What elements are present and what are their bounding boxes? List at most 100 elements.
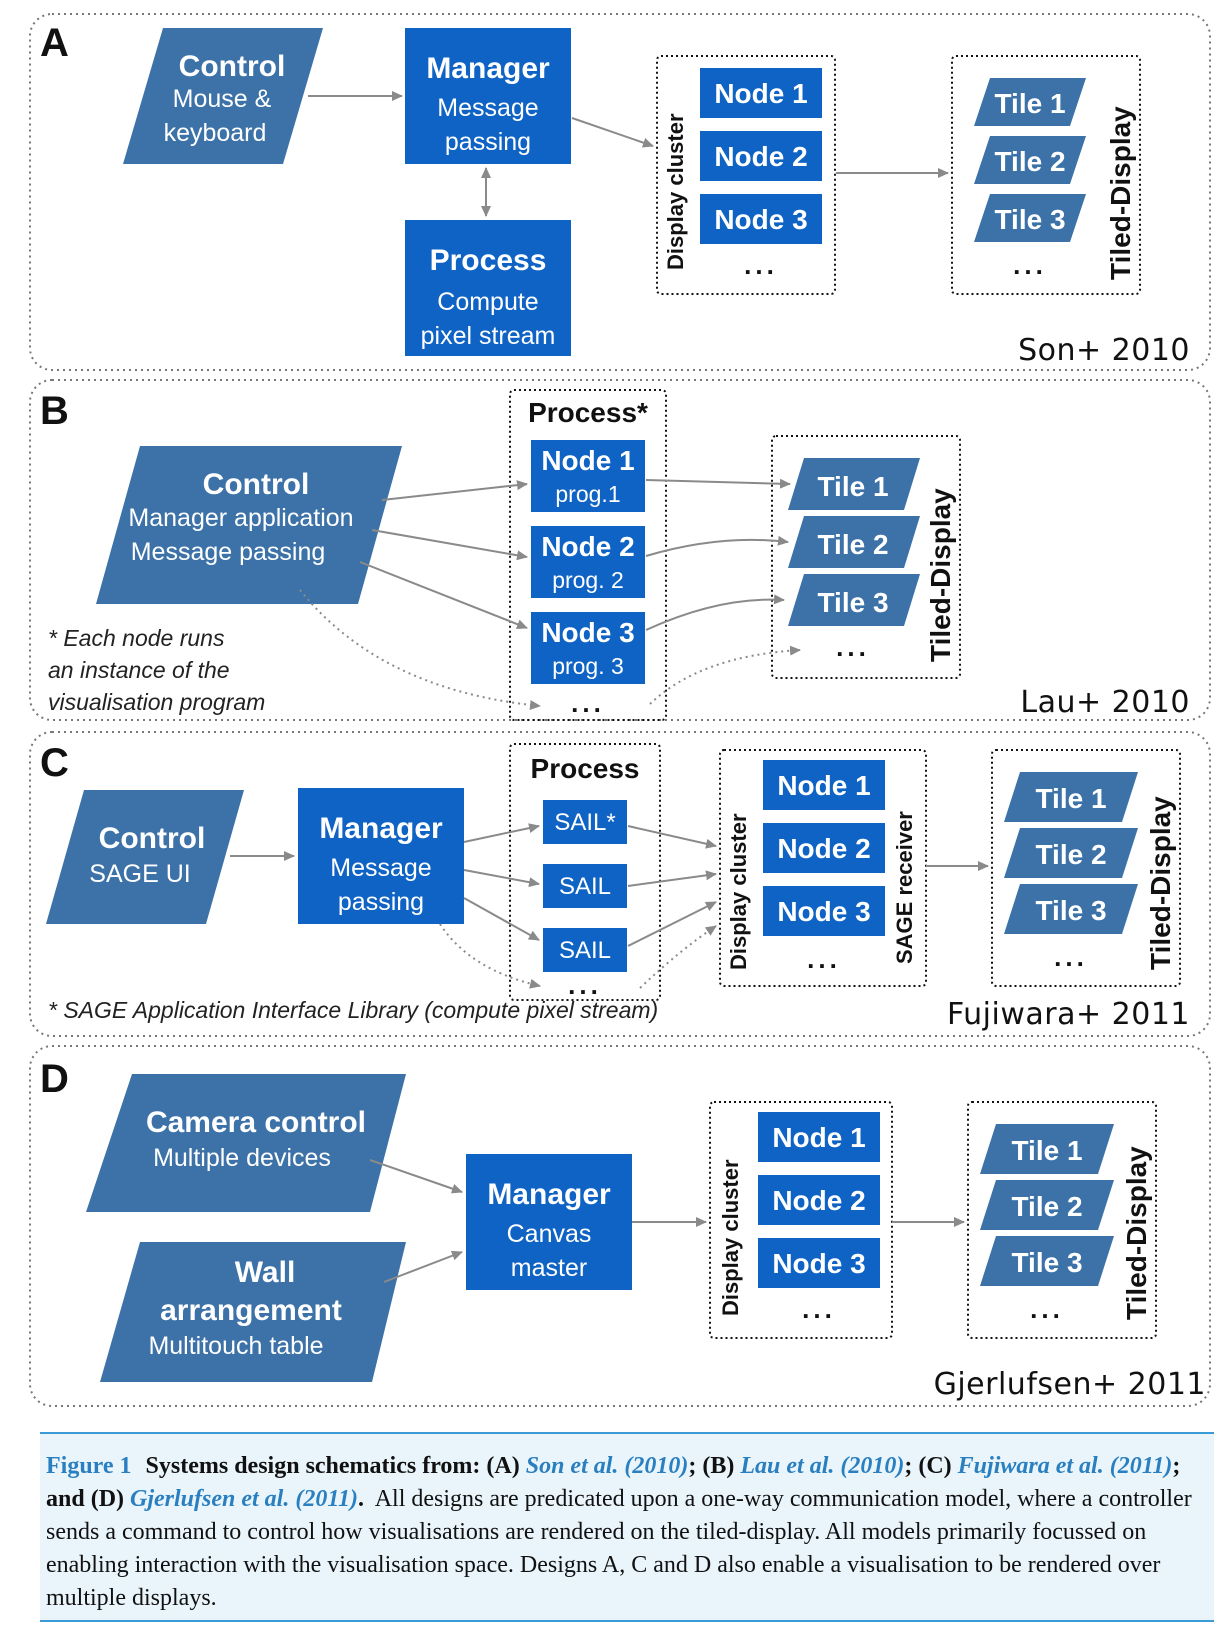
b-note-line2: an instance of the	[48, 657, 230, 683]
caption-body: All designs are predicated upon a one-wa…	[46, 1486, 1192, 1611]
d-node-1-label: Node 1	[772, 1122, 865, 1153]
d-manager-sub1: Canvas	[507, 1220, 592, 1248]
b-arrow-node1-tile1	[645, 478, 791, 489]
b-control-shape	[96, 446, 402, 604]
c-arrow-manager-sail2	[463, 869, 540, 888]
c-arrow-manager-more	[439, 923, 541, 989]
d-manager-title: Manager	[487, 1178, 611, 1211]
c-sail-1	[543, 800, 627, 844]
b-tile-1-label: Tile 1	[817, 471, 888, 502]
c-cluster-label: Display cluster	[726, 813, 751, 970]
c-tile-3	[1004, 884, 1138, 934]
c-tile-2	[1004, 828, 1138, 878]
a-manager-box	[405, 28, 571, 164]
d-tile-3	[980, 1236, 1114, 1286]
b-node-1	[531, 440, 645, 512]
caption-label: Figure 1	[46, 1453, 132, 1479]
a-node-3-label: Node 3	[714, 204, 807, 235]
a-process-sub1: Compute	[437, 288, 538, 316]
c-control-shape	[46, 790, 244, 924]
b-node-3-prog: prog. 3	[552, 653, 624, 679]
b-display-frame	[771, 435, 961, 679]
d-wall-shape	[100, 1242, 406, 1382]
a-control-sub1: Mouse &	[173, 85, 272, 113]
panel-d: D Gjerlufsen+ 2011 Camera control Multip…	[29, 1045, 1211, 1407]
c-sail-2	[543, 864, 627, 908]
caption-ref-a[interactable]: Son et al. (2010)	[525, 1453, 689, 1479]
b-note-line3: visualisation program	[48, 689, 265, 715]
c-node-1-label: Node 1	[777, 770, 870, 801]
a-tile-3	[974, 194, 1086, 242]
c-manager-sub1: Message	[330, 854, 431, 882]
caption-ref-b[interactable]: Lau et al. (2010)	[740, 1453, 905, 1479]
c-sail-3	[543, 928, 627, 972]
d-tile-1	[980, 1124, 1114, 1174]
b-tile-3	[788, 574, 920, 626]
a-node-3	[700, 194, 822, 244]
b-process-frame	[509, 389, 667, 721]
a-arrow-manager-cluster	[571, 117, 654, 148]
c-node-2-label: Node 2	[777, 833, 870, 864]
a-tile-3-label: Tile 3	[994, 204, 1065, 235]
d-node-3	[758, 1238, 880, 1288]
d-arrow-wall-manager	[383, 1250, 463, 1283]
d-wall-title1: Wall	[235, 1256, 296, 1289]
a-manager-sub2: passing	[445, 128, 531, 156]
b-control-title: Control	[203, 468, 310, 501]
c-note: * SAGE Application Interface Library (co…	[48, 997, 658, 1023]
b-process-ellipsis: ...	[571, 688, 605, 718]
b-node-3-label: Node 3	[541, 617, 634, 648]
d-cluster-label: Display cluster	[718, 1159, 743, 1316]
a-tile-2	[974, 136, 1086, 184]
b-process-label: Process*	[528, 397, 648, 428]
caption-end: .	[358, 1486, 365, 1512]
panel-b-citation: Lau+ 2010	[1020, 685, 1190, 720]
panel-b-letter: B	[40, 389, 69, 433]
a-display-label: Tiled-Display	[1105, 106, 1136, 280]
d-tile-2-label: Tile 2	[1011, 1191, 1082, 1222]
c-node-3-label: Node 3	[777, 896, 870, 927]
d-cluster-frame	[709, 1101, 893, 1339]
caption-lead: Systems design schematics from: (A)	[145, 1453, 520, 1479]
b-arrow-node3-tile3	[645, 594, 785, 631]
c-tiles-ellipsis: ...	[1054, 942, 1088, 972]
c-nodes-ellipsis: ...	[807, 944, 841, 974]
b-tile-3-label: Tile 3	[817, 587, 888, 618]
d-tile-2	[980, 1180, 1114, 1230]
panel-c-letter: C	[40, 741, 69, 785]
c-display-frame	[991, 749, 1181, 987]
b-note-line1: * Each node runs	[48, 625, 225, 651]
c-arrow-sail1-cluster	[627, 825, 717, 849]
systems-diagram: A Son+ 2010 Control Mouse & keyboard Man…	[29, 13, 1211, 1407]
a-node-1	[700, 68, 822, 118]
d-arrow-camera-manager	[369, 1159, 463, 1194]
caption-ref-c[interactable]: Fujiwara et al. (2011)	[957, 1453, 1173, 1479]
d-camera-sub: Multiple devices	[153, 1144, 331, 1172]
d-tile-3-label: Tile 3	[1011, 1247, 1082, 1278]
panel-c-citation: Fujiwara+ 2011	[947, 997, 1190, 1032]
a-control-shape	[123, 28, 323, 164]
c-tile-1-label: Tile 1	[1035, 783, 1106, 814]
panel-a-frame	[29, 13, 1211, 371]
b-control-sub2: Message passing	[131, 538, 326, 566]
caption-sep-b: ; (B)	[688, 1453, 735, 1479]
a-manager-title: Manager	[426, 52, 550, 85]
a-control-title: Control	[179, 50, 286, 83]
d-camera-shape	[86, 1074, 406, 1212]
c-control-title: Control	[99, 822, 206, 855]
b-tile-1	[788, 458, 920, 510]
caption-ref-d[interactable]: Gjerlufsen et al. (2011)	[130, 1486, 359, 1512]
c-manager-title: Manager	[319, 812, 443, 845]
b-node-1-prog: prog.1	[555, 481, 620, 507]
c-process-ellipsis: ...	[568, 970, 602, 1000]
d-wall-sub: Multitouch table	[148, 1332, 323, 1360]
a-process-sub2: pixel stream	[421, 322, 556, 350]
c-arrow-sail3-cluster	[627, 901, 717, 947]
c-arrow-manager-sail1	[463, 823, 540, 843]
b-control-sub1: Manager application	[128, 504, 353, 532]
b-node-2	[531, 526, 645, 598]
panel-d-letter: D	[40, 1057, 69, 1101]
d-node-2-label: Node 2	[772, 1185, 865, 1216]
c-cluster-frame	[719, 749, 927, 987]
c-sail-1-label: SAIL*	[554, 809, 615, 836]
